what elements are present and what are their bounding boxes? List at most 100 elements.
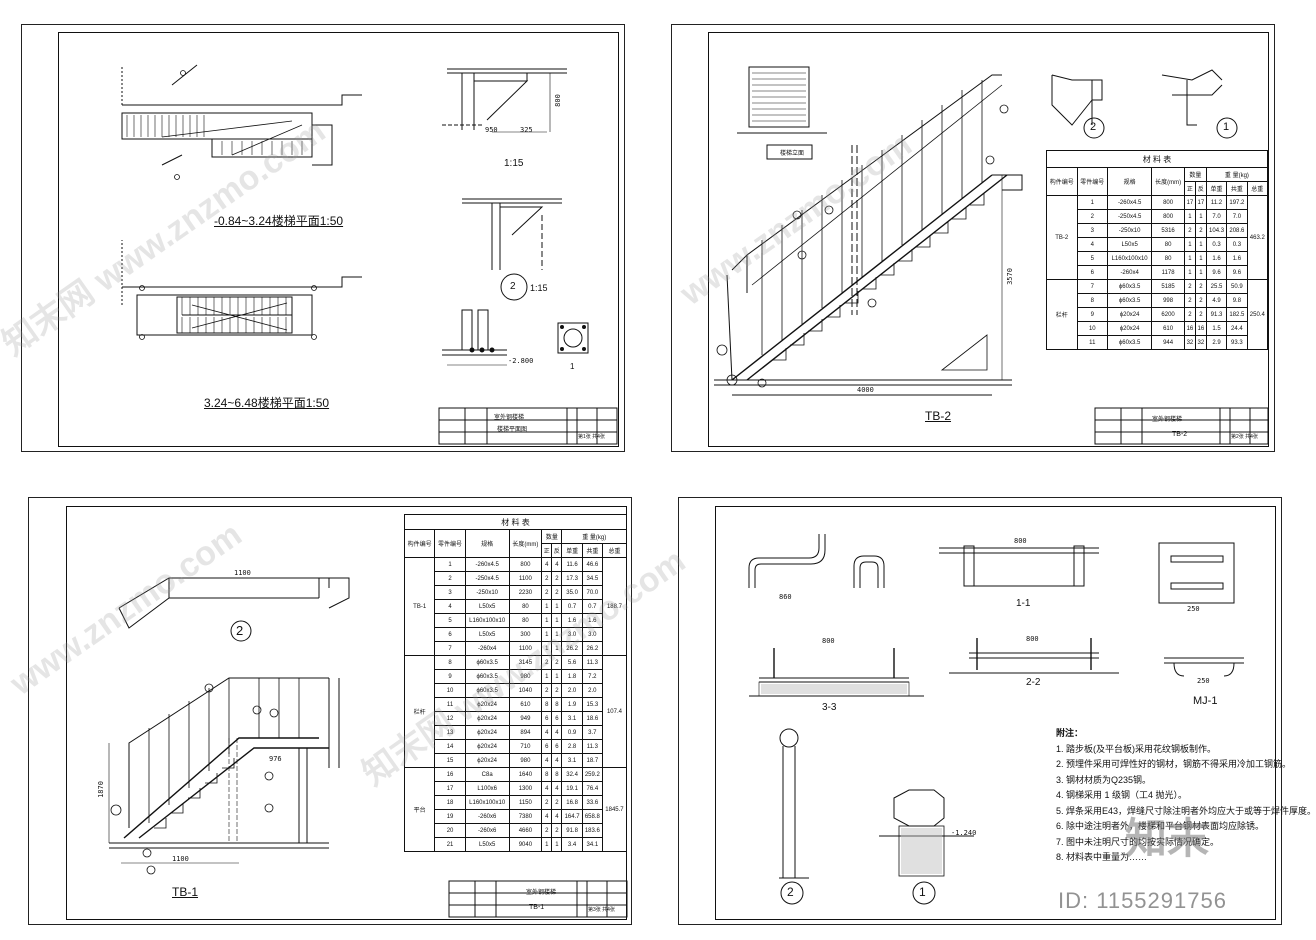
table-cell: 9 [434, 669, 466, 684]
table-cell: 658.8 [581, 809, 603, 824]
table-cell: 4 [551, 557, 563, 572]
dim-height: 1870 [96, 781, 105, 798]
note-line: 5. 焊条采用E43，焊缝尺寸除注明者外均应大于或等于焊件厚度。 [1056, 805, 1316, 816]
table-cell: 16 [434, 767, 466, 782]
table-cell: 710 [508, 739, 543, 754]
col-header: 重 量(kg) [1205, 167, 1269, 182]
table-cell: 8 [551, 767, 563, 782]
table-cell: 4 [541, 557, 553, 572]
dim-250: 250 [1187, 605, 1200, 613]
col-header: 共重 [581, 543, 603, 558]
col-header: 总重 [601, 543, 628, 558]
table-cell: ϕ20x24 [1107, 321, 1153, 336]
table-cell: 8 [541, 697, 553, 712]
table-cell: 2 [1183, 307, 1196, 322]
table-cell: 2 [1194, 279, 1207, 294]
table-cell: 1 [434, 557, 466, 572]
tb1-elevation-drawing [108, 577, 628, 918]
table-cell: 1.6 [1205, 251, 1228, 266]
col-header: 数量 [1183, 167, 1207, 182]
table-cell: 1 [1183, 237, 1196, 252]
col-header: 正 [541, 543, 553, 558]
table-cell: 894 [508, 725, 543, 740]
table-cell: 50.9 [1226, 279, 1248, 294]
dim-mid: 976 [269, 755, 282, 763]
table-cell: -250x10 [464, 585, 510, 600]
table-cell: -260x4 [1107, 265, 1153, 280]
table-cell: 17 [434, 781, 466, 796]
table-cell: ϕ60x3.5 [464, 669, 510, 684]
col-header: 总重 [1246, 181, 1269, 196]
dim-250: 250 [1197, 677, 1210, 685]
table-cell: 2 [541, 585, 553, 600]
table-cell: ϕ60x3.5 [1107, 279, 1153, 294]
table-cell: 18.7 [581, 753, 603, 768]
table-cell: 11.3 [581, 739, 603, 754]
table-cell: 2 [1183, 279, 1196, 294]
table-cell: 5.6 [561, 655, 583, 670]
table-cell: 11.6 [561, 557, 583, 572]
table-cell: 6200 [1151, 307, 1185, 322]
table-cell: 208.6 [1226, 223, 1248, 238]
table-cell: 1 [1076, 195, 1109, 210]
table-cell: 4 [541, 725, 553, 740]
title-block-project: 室外钢楼梯 [1152, 417, 1183, 423]
table-cell: ϕ20x24 [464, 753, 510, 768]
table-cell: 1 [551, 837, 563, 852]
table-cell: ϕ20x24 [464, 725, 510, 740]
detail-scale-label: 1:15 [530, 283, 548, 293]
table-cell: 1.6 [581, 613, 603, 628]
title-block-drawing: TB-1 [529, 904, 545, 911]
table-cell: 3.7 [581, 725, 603, 740]
col-header: 构件编号 [1046, 167, 1078, 196]
table-cell: 944 [1151, 335, 1185, 350]
notes-block: 附注： 1. 踏步板(及平台板)采用花纹钢板制作。 2. 预埋件采用可焊性好的钢… [1056, 726, 1316, 866]
table-cell: 2.0 [561, 683, 583, 698]
table-cell: 1150 [508, 795, 543, 810]
table-cell: 11 [434, 697, 466, 712]
table-cell: 2.0 [581, 683, 603, 698]
table-cell: 5185 [1151, 279, 1185, 294]
table-cell: 11 [1076, 335, 1109, 350]
table-cell: 1100 [508, 641, 543, 656]
table-cell: 12 [434, 711, 466, 726]
table-cell: -250x4.5 [464, 571, 510, 586]
table-cell: 91.3 [1205, 307, 1228, 322]
plan-title-lower-floor: -0.84~3.24楼梯平面1:50 [214, 214, 344, 228]
detail-mark-1: 1 [570, 362, 575, 371]
table-cell: 2.8 [561, 739, 583, 754]
table-cell: 80 [1151, 251, 1185, 266]
table-cell: 1 [551, 627, 563, 642]
group-total: 463.2 [1246, 195, 1269, 280]
table-cell: 1 [551, 669, 563, 684]
dim-label: 325 [520, 126, 533, 134]
table-cell: 1178 [1151, 265, 1185, 280]
col-header: 长度(mm) [1151, 167, 1185, 196]
table-cell: C8a [464, 767, 510, 782]
detail-mark-2: 2 [787, 885, 794, 899]
group-total: 188.7 [601, 557, 628, 656]
table-cell: 1040 [508, 683, 543, 698]
table-cell: 13 [434, 725, 466, 740]
title-block-project: 室外钢楼梯 [526, 890, 557, 896]
table-cell: 6 [1076, 265, 1109, 280]
table-cell: 26.2 [561, 641, 583, 656]
table-cell: 1100 [508, 571, 543, 586]
table-cell: 2 [541, 571, 553, 586]
plan-title-upper-floor: 3.24~6.48楼梯平面1:50 [204, 396, 330, 410]
table-cell: 980 [508, 753, 543, 768]
table-cell: 2 [1194, 307, 1207, 322]
table-cell: 4 [551, 781, 563, 796]
table-cell: 6 [541, 739, 553, 754]
table-cell: 6 [551, 739, 563, 754]
note-line: 7. 图中未注明尺寸的均按实际情况确定。 [1056, 836, 1220, 847]
width-dim: 4000 [857, 386, 874, 394]
table-cell: 34.5 [581, 571, 603, 586]
